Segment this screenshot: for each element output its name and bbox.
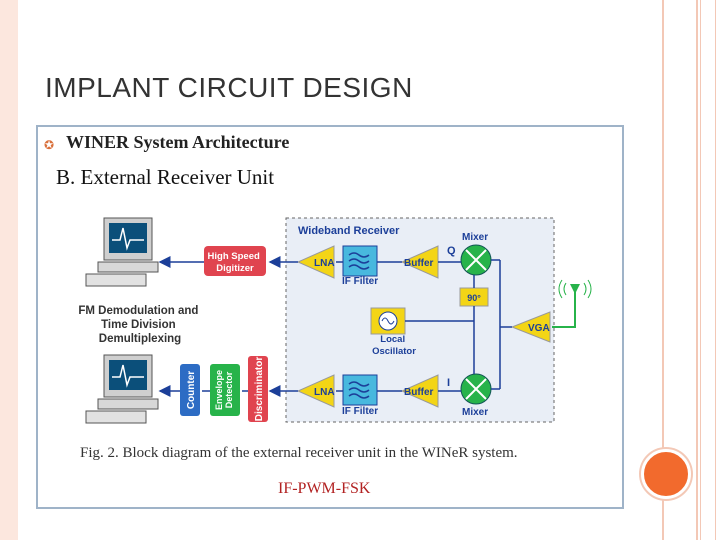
figure-caption: Fig. 2. Block diagram of the external re… [80, 445, 518, 461]
svg-text:High Speed Digitizer: High Speed Digitizer [208, 251, 263, 274]
discriminator-label: Discriminator [254, 357, 265, 422]
section-heading: B. External Receiver Unit [56, 165, 275, 189]
fm-demod-line3: Demultiplexing [99, 333, 181, 345]
envelope-detector-block [210, 364, 240, 416]
bullet-icon: ✪ [44, 138, 55, 152]
lo-line2: Oscillator [372, 346, 416, 357]
slide-title: IMPLANT CIRCUIT DESIGN [45, 72, 413, 103]
envelope-label: Envelope [214, 370, 224, 410]
lna-top-amp [296, 245, 335, 279]
q-label: Q [447, 245, 456, 257]
wideband-receiver-label: Wideband Receiver [298, 225, 400, 237]
if-filter-top-label: IF Filter [342, 276, 378, 287]
modulation-label: IF-PWM-FSK [278, 480, 371, 497]
computer-bottom-icon [85, 354, 159, 424]
figure-frame [36, 125, 624, 509]
vga-label: VGA [528, 323, 550, 334]
right-decor-line [700, 0, 716, 540]
digitizer-line1: High Speed [208, 251, 260, 262]
antenna-icon [552, 279, 592, 328]
counter-label: Counter [186, 371, 197, 409]
computer-top-icon [85, 217, 159, 287]
lo-line1: Local [380, 334, 405, 345]
mixer-top-label: Mixer [462, 232, 488, 243]
bullet-text: WINER System Architecture [66, 132, 290, 152]
signal-wiring [158, 256, 512, 397]
fm-demod-line2: Time Division [101, 319, 176, 331]
if-filter-bottom-label: IF Filter [342, 406, 378, 417]
fm-demod-line1: FM Demodulation and [78, 305, 198, 317]
detector-label: Detector [224, 371, 234, 408]
vga-amp [510, 311, 551, 343]
lna-top-label: LNA [314, 258, 335, 269]
high-speed-digitizer-block [204, 246, 266, 276]
right-decor-band [662, 0, 698, 540]
phase-shift-label: 90° [467, 293, 481, 303]
i-label: I [447, 377, 450, 389]
buffer-bottom-label: Buffer [404, 387, 434, 398]
counter-block [180, 364, 200, 416]
mixer-bottom-label: Mixer [462, 407, 488, 418]
svg-text:FM Demodulation and Time D: FM Demodulation and Time Division Demult… [78, 305, 201, 345]
discriminator-block [248, 356, 268, 422]
decor-circle [641, 449, 691, 499]
lna-bottom-amp [296, 374, 335, 408]
digitizer-line2: Digitizer [216, 263, 254, 274]
left-decor-strip [0, 0, 18, 540]
lna-bottom-label: LNA [314, 387, 335, 398]
buffer-top-label: Buffer [404, 258, 434, 269]
svg-text:Local Oscillator: Local Oscillator [372, 334, 416, 357]
